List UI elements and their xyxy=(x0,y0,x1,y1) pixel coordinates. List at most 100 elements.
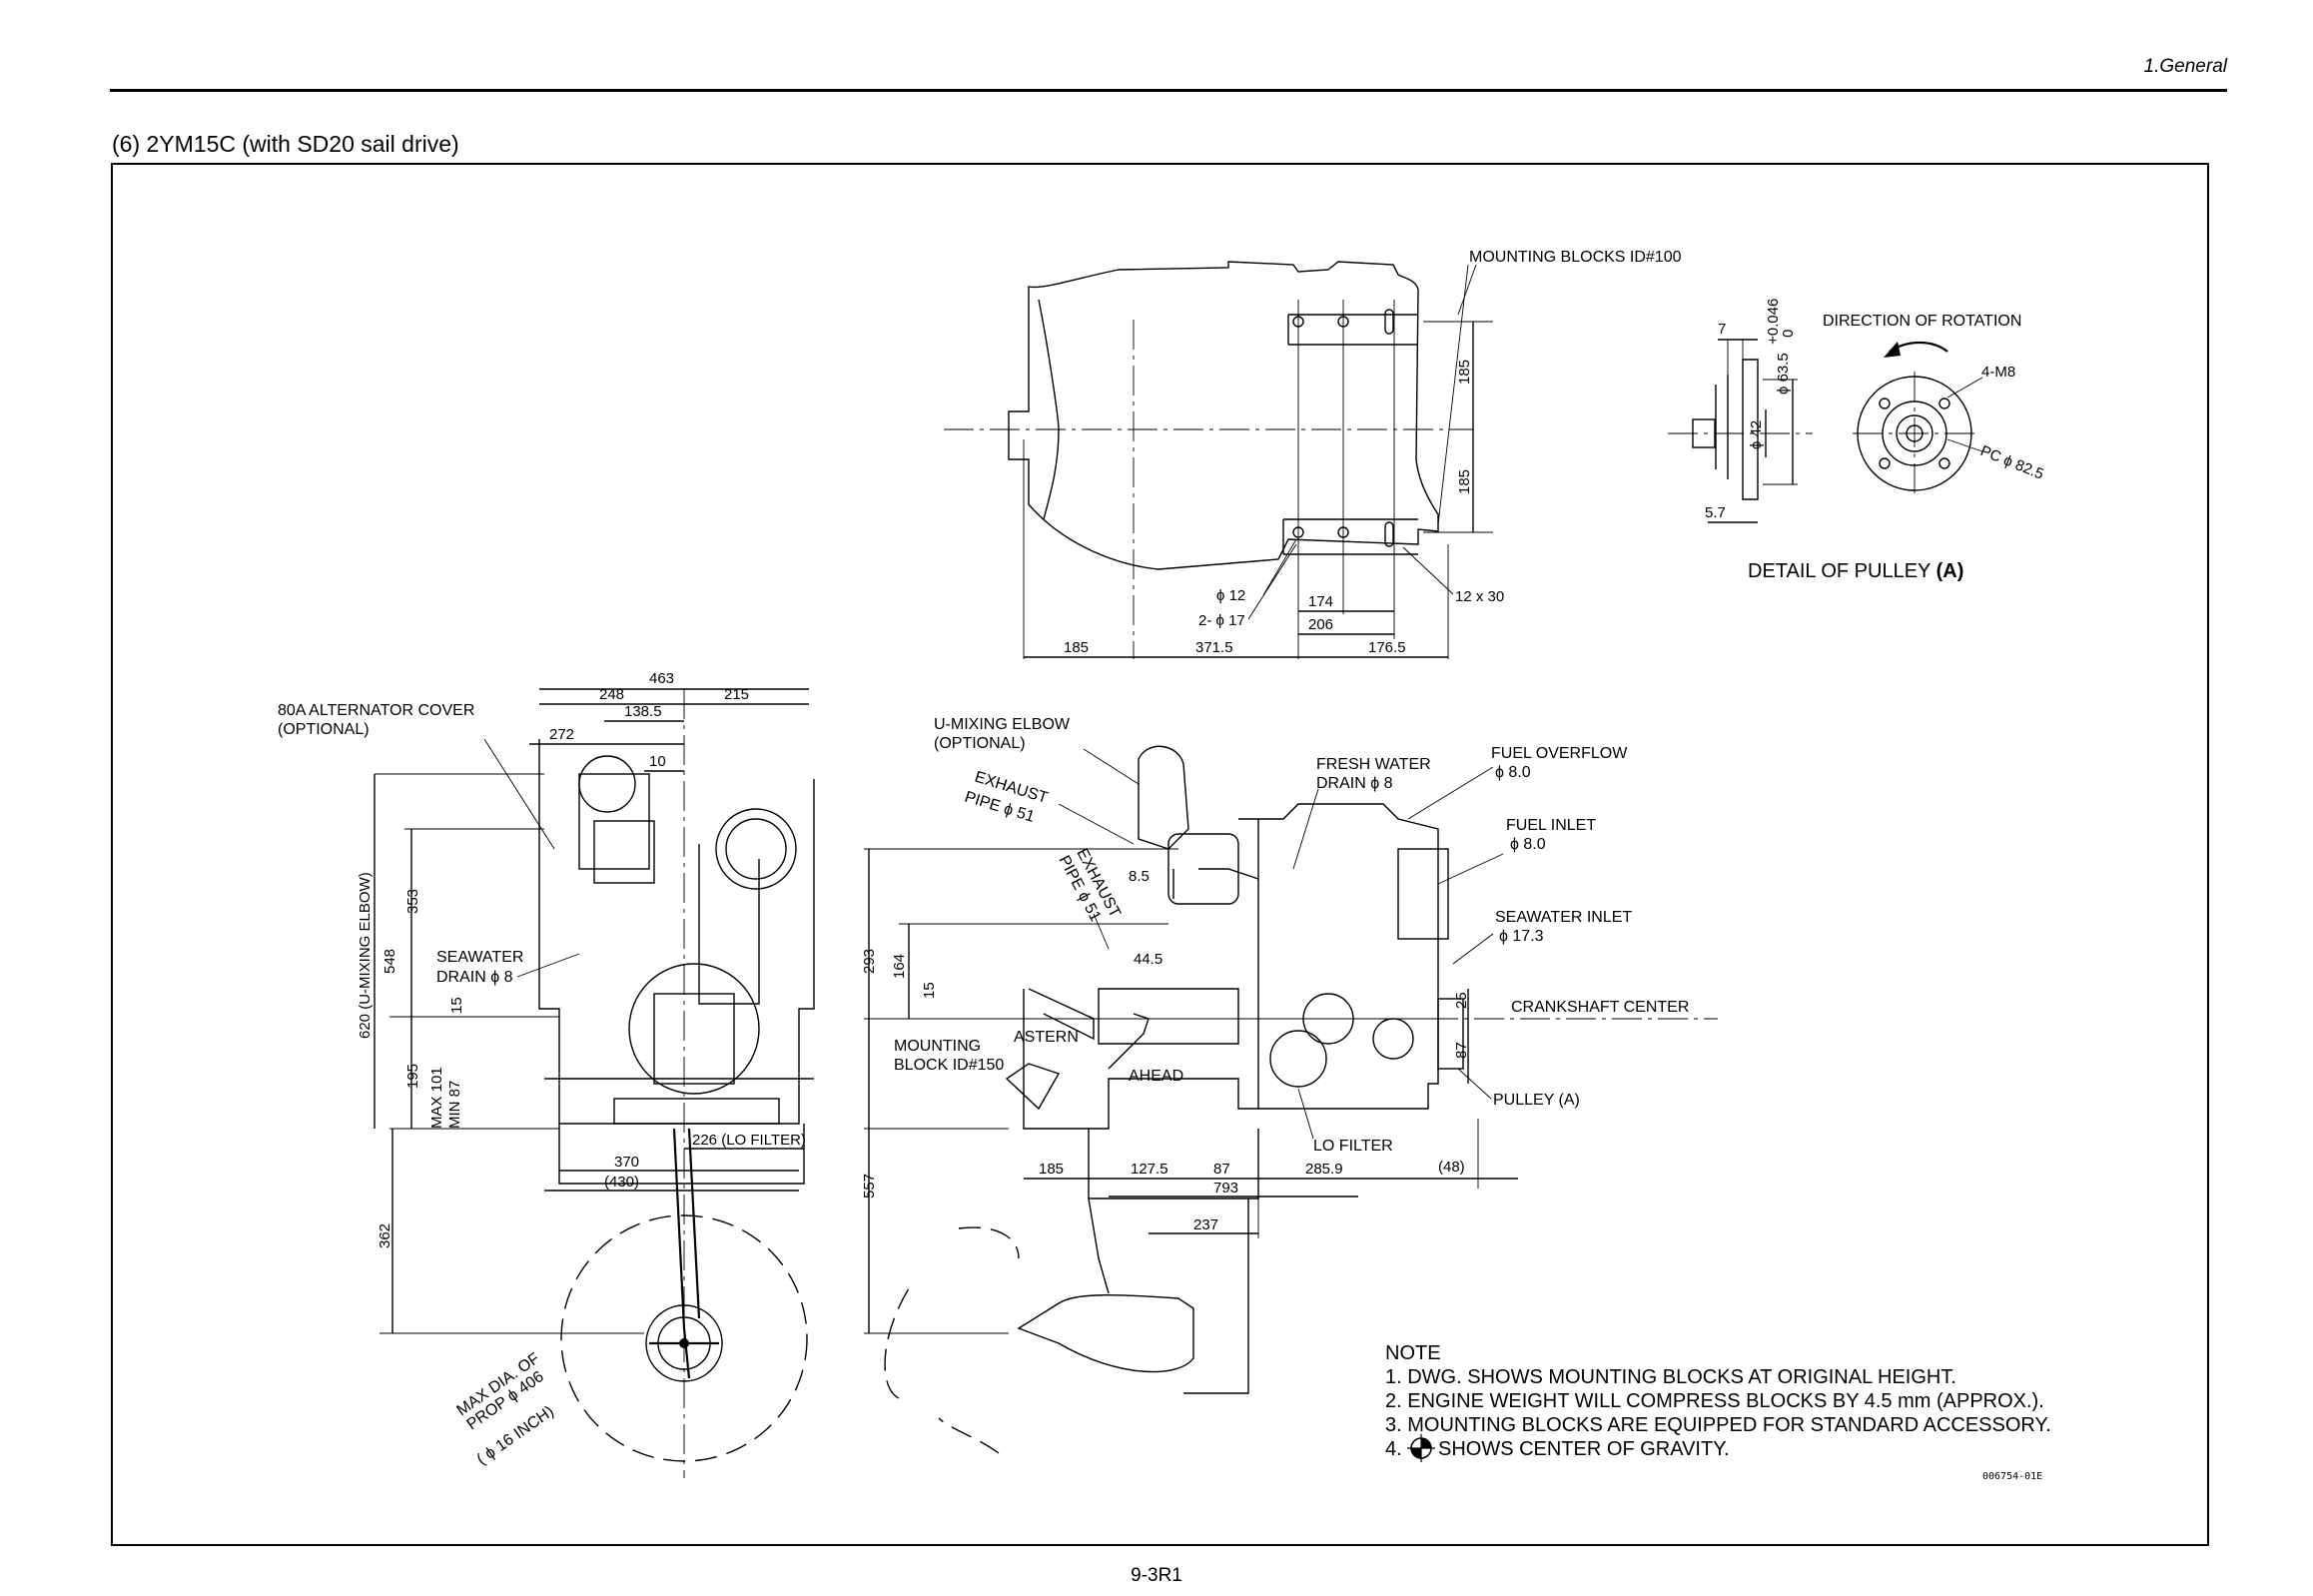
crankshaft-label: CRANKSHAFT CENTER xyxy=(1511,999,1689,1016)
pulley-detail: 7 ϕ 63.5 +0.046 0 ϕ 42 5.7 DIRECTION OF … xyxy=(1668,299,2046,582)
dim-1275: 127.5 xyxy=(1131,1161,1168,1178)
dim-57: 5.7 xyxy=(1705,504,1726,521)
dim-phi635: ϕ 63.5 xyxy=(1775,353,1792,395)
dim-195: 195 xyxy=(404,1064,421,1089)
sail-drive-leg-side xyxy=(1088,1197,1249,1394)
dim-tolerance-zero: 0 xyxy=(1780,330,1797,338)
drawing-frame xyxy=(111,163,2209,1546)
astern-label: ASTERN xyxy=(1014,1029,1079,1046)
dim-7: 7 xyxy=(1718,321,1726,338)
pulley-side xyxy=(1715,359,1759,500)
seawater-drain-label: SEAWATER xyxy=(436,949,523,966)
svg-text:DETAIL OF PULLEY (A): DETAIL OF PULLEY (A) xyxy=(1748,560,1963,582)
dim-85: 8.5 xyxy=(1129,868,1150,885)
u-mixing-label: U-MIXING ELBOW xyxy=(934,716,1071,733)
mounting-block-label: MOUNTING xyxy=(894,1038,981,1055)
dim-185-lower: 185 xyxy=(1456,469,1473,494)
sail-drive-leg xyxy=(672,1128,701,1379)
dim-293: 293 xyxy=(861,949,878,974)
dim-237: 237 xyxy=(1193,1216,1218,1233)
u-mixing-sub: (OPTIONAL) xyxy=(934,735,1026,752)
pulley-detail-title-bold: (A) xyxy=(1936,560,1964,582)
prop-arc xyxy=(884,1226,1020,1454)
dim-pcd: PC ϕ 82.5 xyxy=(1978,442,2046,483)
dim-phi42: ϕ 42 xyxy=(1748,420,1765,449)
dim-215: 215 xyxy=(724,686,749,703)
dim-15-side: 15 xyxy=(921,982,938,999)
flywheel xyxy=(628,963,760,1095)
dim-10: 10 xyxy=(649,753,666,770)
pulley-a xyxy=(1437,998,1464,1070)
figure-title: (6) 2YM15C (with SD20 sail drive) xyxy=(112,131,459,157)
notes-block: NOTE 1. DWG. SHOWS MOUNTING BLOCKS AT OR… xyxy=(1385,1342,2051,1482)
page-number: 9-3R1 xyxy=(1131,1565,1182,1586)
dim-370: 370 xyxy=(614,1154,639,1171)
fuel-overflow-label: FUEL OVERFLOW xyxy=(1491,745,1628,762)
fuel-overflow-sub: ϕ 8.0 xyxy=(1495,764,1531,781)
mounting-blocks-label: MOUNTING BLOCKS ID#100 xyxy=(1469,249,1682,266)
note-item-3: 3. MOUNTING BLOCKS ARE EQUIPPED FOR STAN… xyxy=(1385,1414,2051,1436)
dim-185-bottom: 185 xyxy=(1064,639,1089,656)
dim-445: 44.5 xyxy=(1134,951,1162,968)
dim-4-m8: 4-M8 xyxy=(1981,364,2015,381)
note-item-1: 1. DWG. SHOWS MOUNTING BLOCKS AT ORIGINA… xyxy=(1385,1366,1956,1388)
ahead-label: AHEAD xyxy=(1129,1068,1183,1085)
u-mixing-elbow xyxy=(1138,745,1189,850)
top-view: 185 185 MOUNTING BLOCKS ID#100 ϕ 12 2- ϕ… xyxy=(944,249,1682,659)
seawater-drain-sub: DRAIN ϕ 8 xyxy=(436,969,513,986)
note-item-4-text: SHOWS CENTER OF GRAVITY. xyxy=(1438,1438,1730,1460)
fuel-inlet-label: FUEL INLET xyxy=(1506,817,1596,834)
dim-2-phi17: 2- ϕ 17 xyxy=(1198,612,1245,629)
note-item-4: 4. xyxy=(1385,1438,1402,1460)
fresh-water-sub: DRAIN ϕ 8 xyxy=(1316,775,1393,792)
dim-557: 557 xyxy=(861,1174,878,1198)
dim-185-side: 185 xyxy=(1039,1161,1064,1178)
section-header: 1.General xyxy=(2143,56,2227,77)
dim-2859: 285.9 xyxy=(1305,1161,1343,1178)
dim-548: 548 xyxy=(382,949,398,974)
dim-272: 272 xyxy=(549,726,574,743)
dim-slot: 12 x 30 xyxy=(1455,588,1504,605)
dim-362: 362 xyxy=(377,1223,393,1248)
dim-793: 793 xyxy=(1213,1180,1238,1197)
dim-353: 353 xyxy=(404,889,421,914)
seawater-inlet-sub: ϕ 17.3 xyxy=(1499,928,1544,945)
lo-filter-label: LO FILTER xyxy=(1313,1138,1393,1155)
alternator-label: 80A ALTERNATOR COVER xyxy=(278,702,474,719)
sail-drive-pod xyxy=(1017,1294,1194,1373)
dim-164: 164 xyxy=(891,954,908,979)
mount-slot xyxy=(1384,309,1394,335)
dim-lo-filter: 226 (LO FILTER) xyxy=(692,1132,806,1149)
sail-drive-housing xyxy=(1098,988,1239,1045)
engine-block xyxy=(1238,803,1439,1110)
dim-174: 174 xyxy=(1308,593,1333,610)
header-rule xyxy=(110,89,2227,92)
dim-620: 620 (U-MIXING ELBOW) xyxy=(357,872,374,1039)
dim-371: 371.5 xyxy=(1195,639,1233,656)
side-view: 293 164 15 557 8.5 44.5 25 87 185 127.5 … xyxy=(861,716,1718,1454)
fresh-water-label: FRESH WATER xyxy=(1316,756,1431,773)
dim-463: 463 xyxy=(649,670,674,687)
side-mount-base xyxy=(1023,989,1258,1130)
seawater-inlet-label: SEAWATER INLET xyxy=(1495,909,1632,926)
dim-176: 176.5 xyxy=(1368,639,1406,656)
upper-mount xyxy=(1287,314,1418,346)
fuel-inlet-sub: ϕ 8.0 xyxy=(1510,836,1546,853)
dim-430: (430) xyxy=(604,1174,639,1191)
note-item-2: 2. ENGINE WEIGHT WILL COMPRESS BLOCKS BY… xyxy=(1385,1390,2044,1412)
mounting-block-icon xyxy=(1005,1063,1061,1111)
dim-87-side: 87 xyxy=(1453,1042,1470,1059)
front-frame xyxy=(538,739,815,1125)
dim-25: 25 xyxy=(1453,992,1470,1009)
mount-slot xyxy=(1384,521,1394,547)
dim-min87: MIN 87 xyxy=(446,1081,463,1129)
direction-label: DIRECTION OF ROTATION xyxy=(1823,313,2021,330)
alternator xyxy=(578,755,636,813)
front-view: 463 248 215 138.5 272 10 80A ALTERNATOR … xyxy=(278,670,815,1478)
alternator-sub: (OPTIONAL) xyxy=(278,721,370,738)
pulley-detail-title: DETAIL OF PULLEY xyxy=(1748,560,1936,582)
dim-87-bottom: 87 xyxy=(1213,1161,1230,1178)
note-heading: NOTE xyxy=(1385,1342,1441,1364)
dim-15: 15 xyxy=(448,997,465,1014)
